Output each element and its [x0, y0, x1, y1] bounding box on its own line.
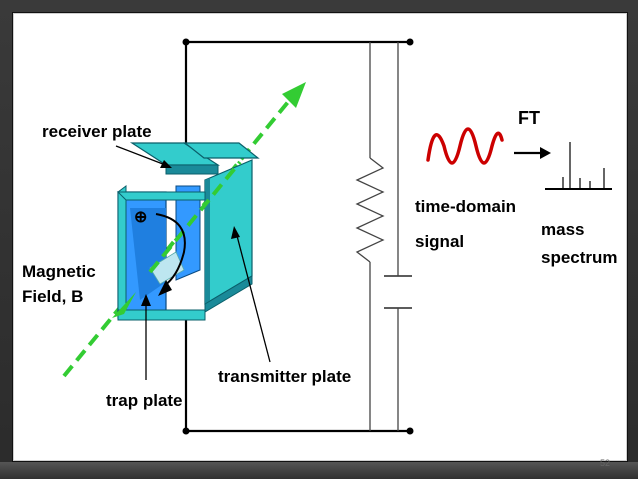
- trap-plate-label: trap plate: [106, 391, 183, 410]
- time-domain-label-line2: signal: [415, 232, 464, 251]
- node-top-right: [406, 38, 414, 46]
- circuit-nodes: [182, 38, 414, 435]
- ft-label: FT: [518, 108, 540, 128]
- mass-label-line1: mass: [541, 220, 584, 239]
- slide-bottom-bar: [0, 462, 638, 479]
- ion-orbit-arrow: [155, 213, 186, 296]
- icr-cell: [116, 142, 260, 321]
- mass-spectrum-plot: [545, 142, 612, 190]
- circuit-wiring: [184, 40, 410, 433]
- time-domain-label-line1: time-domain: [415, 197, 516, 216]
- field-arrow-head-top: [282, 82, 306, 108]
- node-bottom-right: [406, 427, 414, 435]
- receiver-plate-top-2: [183, 142, 260, 159]
- receiver-plate-label: receiver plate: [42, 122, 152, 141]
- pointer-transmitter-plate: [235, 231, 271, 363]
- label-pointers: [115, 145, 271, 380]
- slide-number: 52: [599, 458, 610, 468]
- cell-front-top: [116, 191, 206, 201]
- ion-symbol: ⊕: [134, 209, 147, 226]
- resistor-branch: [355, 42, 385, 431]
- cell-left-frame: [117, 185, 127, 319]
- node-bottom-left: [182, 427, 190, 435]
- transmitter-plate-label: transmitter plate: [218, 367, 351, 386]
- pointer-arrowheads: [141, 160, 240, 306]
- ft-arrow: [514, 147, 551, 159]
- inner-light-plate: [149, 251, 185, 285]
- field-arrow-head-mid: [112, 292, 136, 318]
- magnetic-field-arrow-front: [112, 160, 242, 318]
- mass-label-line2: spectrum: [541, 248, 618, 267]
- cell-bottom-plate: [117, 309, 206, 321]
- pointer-receiver-plate: [115, 145, 169, 167]
- time-domain-wave: [426, 127, 504, 165]
- resistor-zigzag: [355, 157, 385, 263]
- magnetic-field-arrow: [62, 82, 306, 378]
- node-top-left: [182, 38, 190, 46]
- magnetic-field-label-line2: Field, B: [22, 287, 83, 306]
- capacitor-branch: [384, 42, 412, 431]
- magnetic-field-label-line1: Magnetic: [22, 262, 96, 281]
- slide-canvas: [12, 12, 628, 462]
